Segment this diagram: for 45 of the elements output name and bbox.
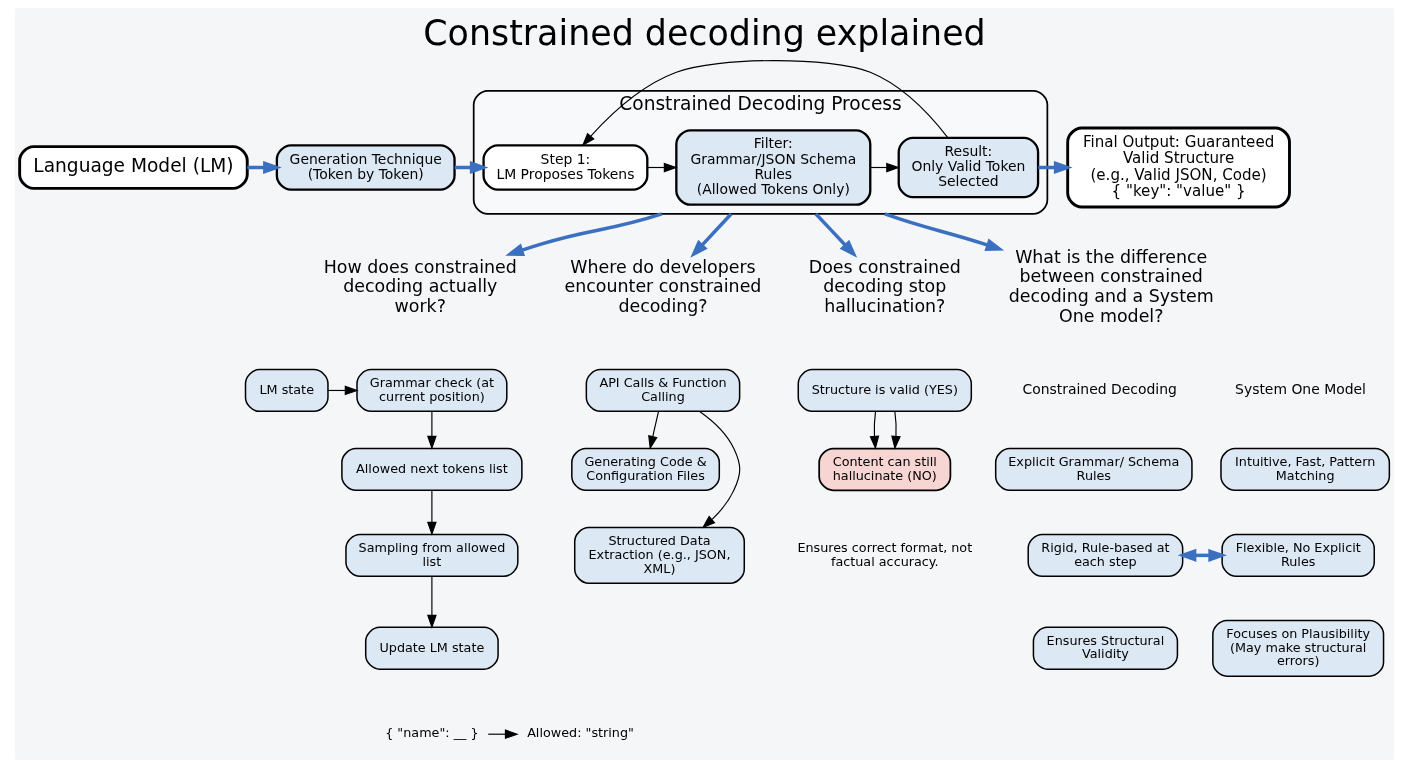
node-box: Step 1: LM Proposes Tokens <box>481 144 648 191</box>
node-box: Structured Data Extraction (e.g., JSON, XML) <box>573 526 745 584</box>
node-box: Focuses on Plausibility (May make structural errors) <box>1211 619 1384 677</box>
arrow <box>689 212 732 258</box>
label: System One Model <box>1234 381 1366 398</box>
arrow <box>581 60 948 147</box>
arrow <box>426 411 437 450</box>
node-box: Result: Only Valid Token Selected <box>897 136 1039 199</box>
node-text: Allowed: "string" <box>526 725 634 741</box>
node-box: Generating Code & Configuration Files <box>570 447 720 492</box>
arrow <box>1177 548 1227 562</box>
node-box: Ensures Structural Validity <box>1032 626 1178 670</box>
label: Constrained Decoding <box>1021 381 1177 398</box>
arrow <box>647 411 659 450</box>
arrow <box>426 576 437 629</box>
node-box: Content can still hallucinate (NO) <box>817 447 951 492</box>
arrow <box>883 212 1004 251</box>
arrow <box>814 212 857 258</box>
node-box: Flexible, No Explicit Rules <box>1220 533 1375 577</box>
node-text: Does constrained decoding stop hallucination? <box>808 256 961 317</box>
arrow <box>698 410 740 529</box>
arrow <box>869 411 879 450</box>
label: Ensures correct format, not factual accuracy. <box>796 539 972 569</box>
node-text: What is the difference between constrained decoding and a System One model? <box>1008 246 1214 326</box>
node-text: { "name": __ } <box>384 725 479 741</box>
diagram-title: Constrained decoding explained <box>422 13 986 54</box>
arrow <box>890 411 901 450</box>
node-box: Intuitive, Fast, Pattern Matching <box>1219 447 1390 492</box>
node-box: API Calls & Function Calling <box>585 368 740 413</box>
node-box: Structure is valid (YES) <box>797 368 972 413</box>
node-box: LM state <box>244 368 329 413</box>
node-box: Filter: Grammar/JSON Schema Rules (Allowed Tokens Only) <box>674 129 871 206</box>
node-box: Language Model (LM) <box>17 145 249 190</box>
node-box: Generation Technique (Token by Token) <box>275 144 456 191</box>
node-text: How does constrained decoding actually work? <box>323 256 517 317</box>
node-box: Final Output: Guaranteed Valid Structure (e.g., Valid JSON, Code) { "key": "value" } <box>1065 126 1291 209</box>
node-box: Update LM state <box>364 626 499 670</box>
arrow <box>504 212 662 256</box>
node-box: Explicit Grammar/ Schema Rules <box>994 447 1193 492</box>
arrow <box>426 489 437 536</box>
node-box: Allowed next tokens list <box>340 447 523 492</box>
node-box: Rigid, Rule-based at each step <box>1026 533 1183 577</box>
node-box: Grammar check (at current position) <box>355 368 508 413</box>
node-box: Sampling from allowed list <box>344 533 519 577</box>
node-text: Where do developers encounter constrained decoding? <box>564 256 761 317</box>
